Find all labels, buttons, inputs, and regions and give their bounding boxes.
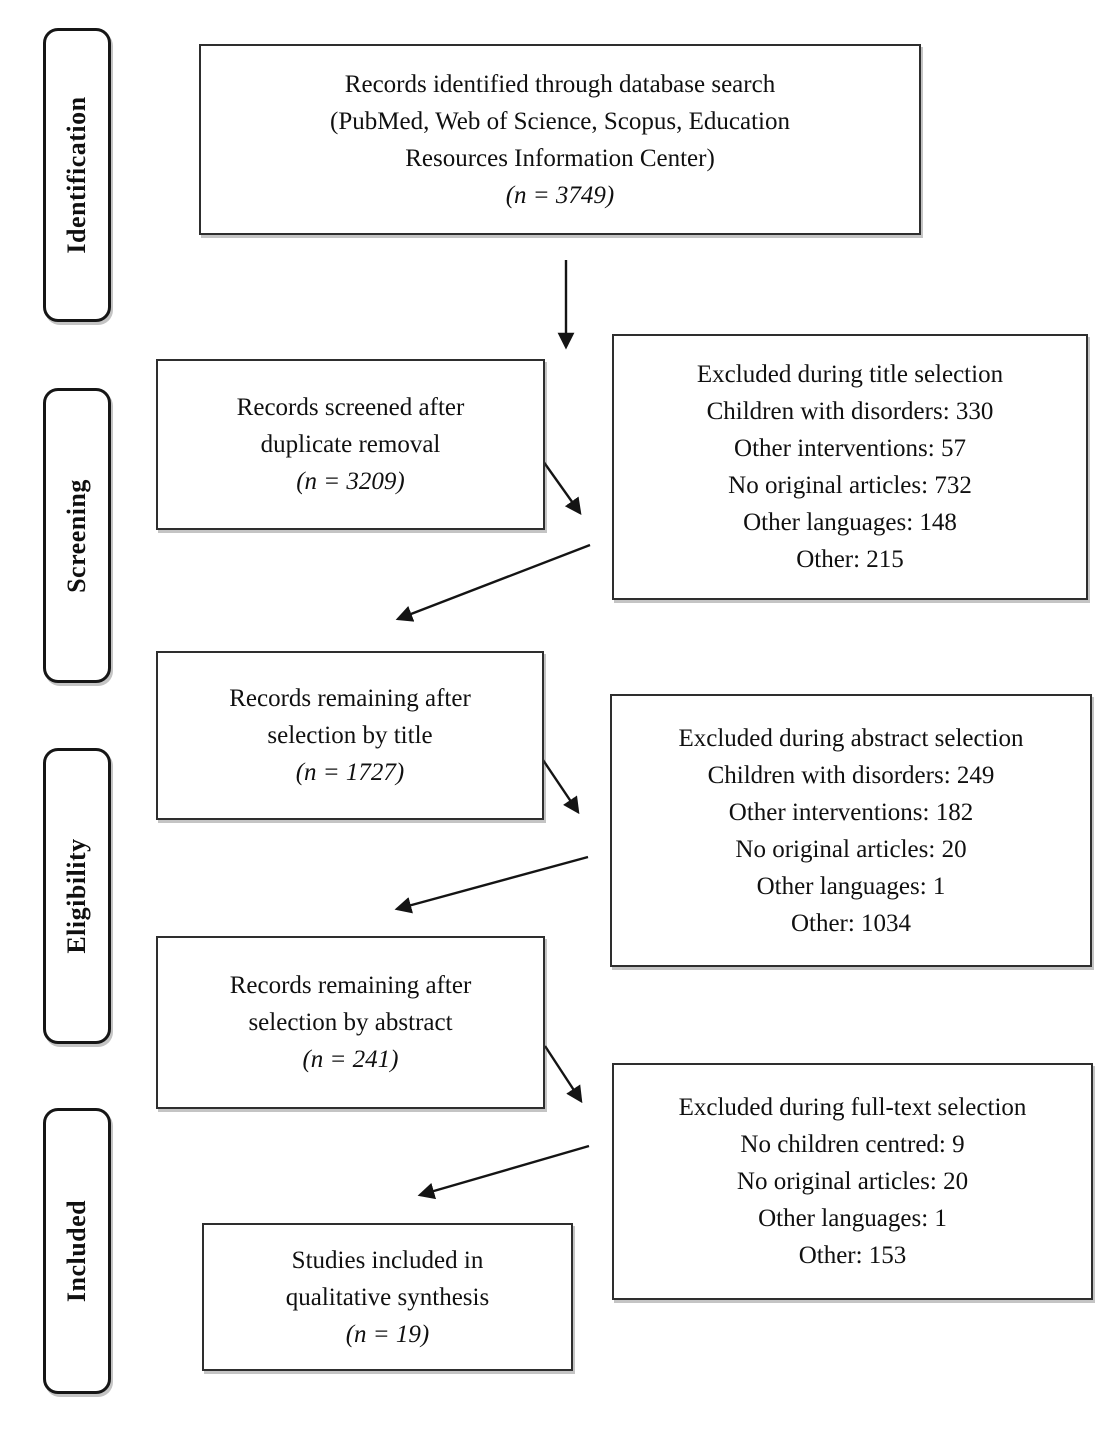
- box-text-line: Records remaining after: [229, 972, 472, 999]
- exclusion-item: Other: 153: [798, 1242, 907, 1269]
- stage-pill-identification: Identification: [43, 28, 111, 322]
- exclusion-item: Children with disorders: 249: [707, 761, 995, 789]
- box-text-line: Records screened after: [236, 394, 465, 421]
- box-text-line: duplicate removal: [260, 431, 441, 458]
- box-n-count: (n = 3209): [296, 468, 405, 495]
- stage-pill-eligibility: Eligibility: [43, 748, 111, 1044]
- exclusion-item: Other languages: 1: [758, 1205, 947, 1232]
- box-n-count: (n = 3749): [505, 181, 615, 209]
- box-title-line: Excluded during title selection: [696, 361, 1004, 388]
- screened-to-excluded-title-arrow: [542, 460, 582, 516]
- box-title-line: Excluded during abstract selection: [678, 724, 1024, 752]
- box-remaining-after-title: Records remaining after selection by tit…: [156, 651, 544, 820]
- stage-pill-included: Included: [43, 1108, 111, 1394]
- title-remaining-to-excluded-abstract-arrow: [542, 759, 580, 815]
- box-text-line: Resources Information Center): [405, 144, 715, 172]
- box-text-line: Studies included in: [291, 1246, 484, 1274]
- box-title-line: Excluded during full-text selection: [678, 1094, 1027, 1121]
- box-records-identified: Records identified through database sear…: [199, 44, 921, 235]
- exclusion-item: No original articles: 20: [736, 1168, 969, 1195]
- box-n-count: (n = 1727): [295, 759, 405, 786]
- box-text-line: qualitative synthesis: [285, 1283, 490, 1311]
- exclusion-item: Other interventions: 182: [728, 798, 974, 826]
- excluded-fulltext-to-included-arrow: [417, 1144, 590, 1200]
- box-studies-included: Studies included in qualitative synthesi…: [202, 1223, 573, 1371]
- exclusion-item: Other: 1034: [790, 909, 912, 937]
- excluded-title-to-title-remaining-arrow: [395, 543, 591, 622]
- stage-pill-screening: Screening: [43, 388, 111, 683]
- box-text-line: selection by title: [267, 722, 433, 749]
- exclusion-item: No original articles: 20: [735, 835, 967, 863]
- box-text-line: (PubMed, Web of Science, Scopus, Educati…: [330, 107, 790, 135]
- stage-label-identification: Identification: [62, 96, 91, 254]
- exclusion-item: Other languages: 148: [743, 509, 957, 536]
- box-text-line: selection by abstract: [248, 1009, 453, 1036]
- exclusion-item: Children with disorders: 330: [706, 398, 994, 425]
- box-excluded-fulltext-selection: Excluded during full-text selection No c…: [612, 1063, 1093, 1300]
- abstract-remaining-to-excluded-fulltext-arrow: [543, 1045, 583, 1104]
- stage-label-eligibility: Eligibility: [62, 838, 91, 954]
- exclusion-item: No original articles: 732: [728, 472, 972, 499]
- box-n-count: (n = 19): [345, 1320, 430, 1348]
- exclusion-item: No children centred: 9: [740, 1131, 965, 1158]
- box-excluded-abstract-selection: Excluded during abstract selection Child…: [610, 694, 1092, 967]
- stage-label-included: Included: [62, 1199, 91, 1303]
- box-remaining-after-abstract: Records remaining after selection by abs…: [156, 936, 545, 1109]
- stage-label-screening: Screening: [62, 478, 91, 593]
- exclusion-item: Other languages: 1: [756, 872, 946, 900]
- box-n-count: (n = 241): [302, 1046, 399, 1073]
- box-excluded-title-selection: Excluded during title selection Children…: [612, 334, 1088, 600]
- box-records-screened: Records screened after duplicate removal…: [156, 359, 545, 530]
- exclusion-item: Other: 215: [796, 546, 904, 573]
- exclusion-item: Other interventions: 57: [734, 435, 966, 462]
- box-text-line: Records remaining after: [229, 685, 471, 712]
- box-text-line: Records identified through database sear…: [344, 70, 776, 98]
- excluded-abstract-to-abstract-remaining-arrow: [394, 855, 589, 914]
